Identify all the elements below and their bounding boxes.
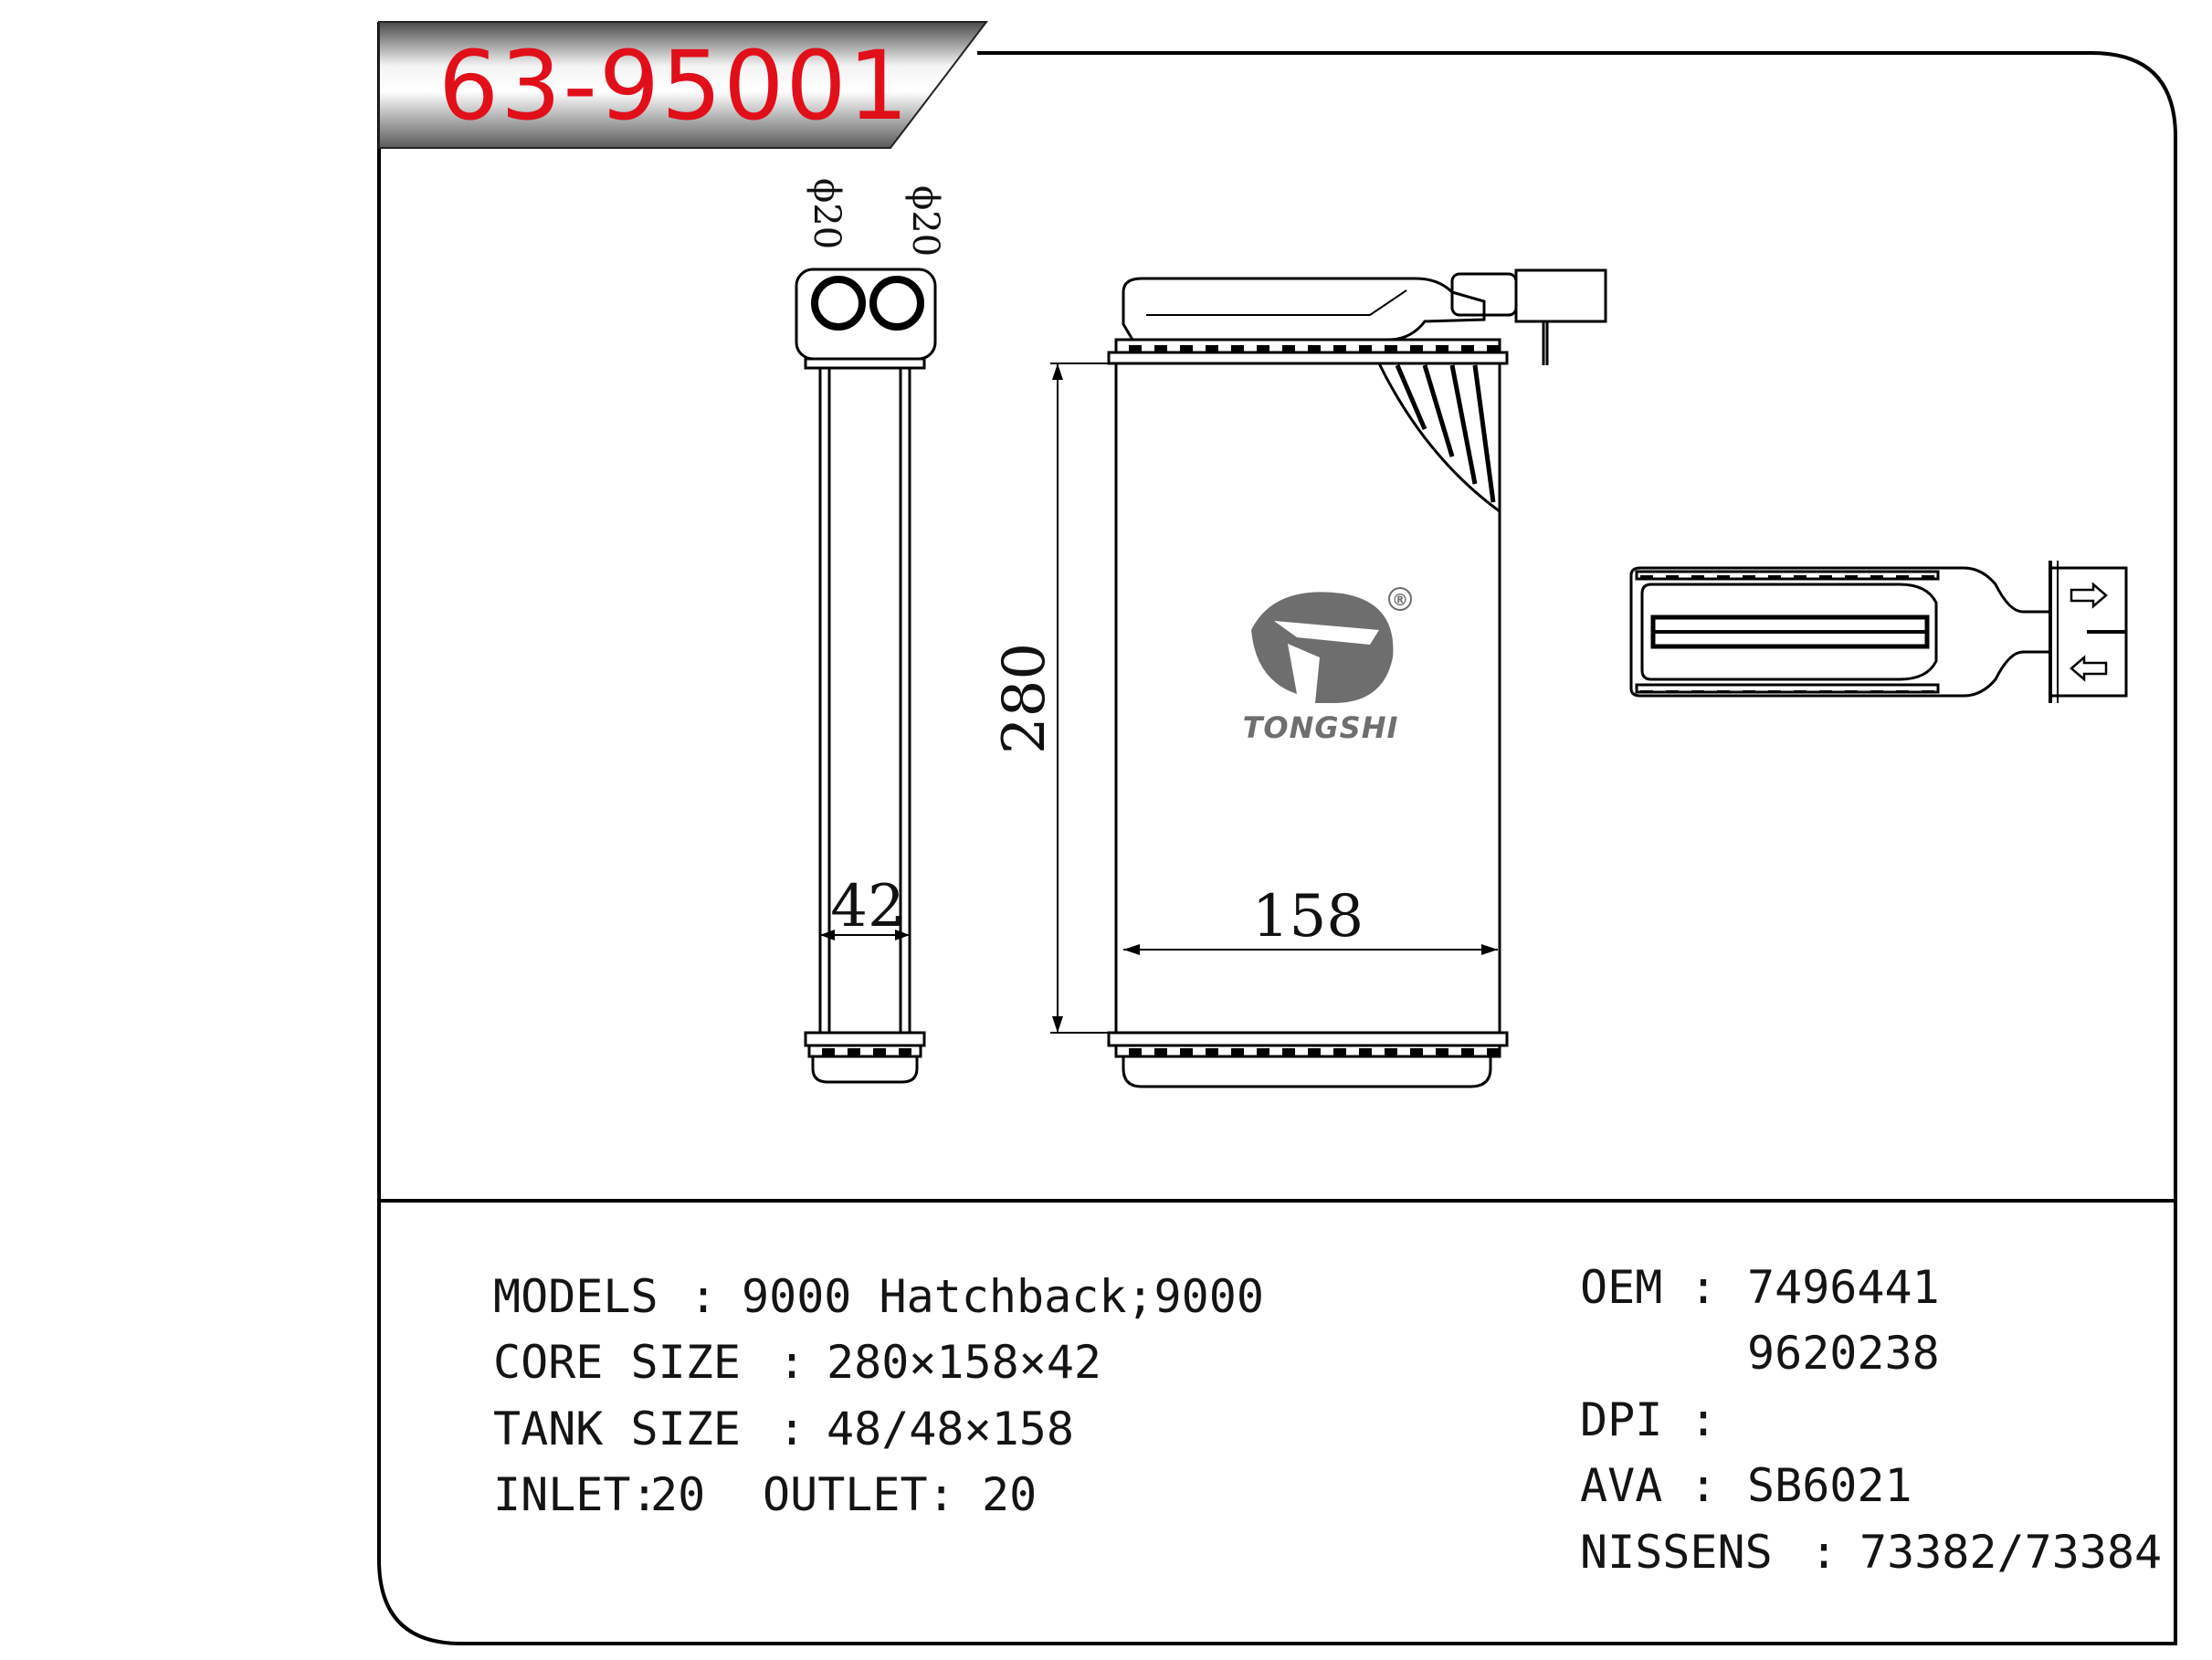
side-view: [795, 268, 937, 1084]
core-size-separator: :: [778, 1336, 806, 1389]
ava-label: AVA: [1580, 1459, 1663, 1512]
oem-value-2: 9620238: [1747, 1327, 1940, 1380]
title-banner: [378, 21, 989, 149]
front-view: [1050, 268, 1607, 1088]
part-code-title: 63-95001: [438, 30, 911, 142]
dim-height: 280: [991, 643, 1059, 754]
dim-pipe-right: ϕ20: [904, 185, 946, 257]
nissens-label: NISSENS: [1580, 1526, 1773, 1579]
oem-value-1: 7496441: [1747, 1261, 1940, 1314]
ava-separator: :: [1690, 1459, 1718, 1512]
dpi-label: DPI: [1580, 1393, 1663, 1446]
dim-pipe-left: ϕ20: [806, 178, 848, 249]
tongshi-logo: [1251, 587, 1412, 703]
dpi-separator: :: [1690, 1393, 1718, 1446]
nissens-value: 73382/73384: [1859, 1526, 2163, 1579]
outlet-label: OUTLET:: [763, 1468, 955, 1521]
tank-size-value: 48/48×158: [827, 1403, 1074, 1455]
core-size-label: CORE SIZE: [493, 1336, 741, 1389]
dim-depth: 42: [830, 873, 904, 940]
logo-wordmark: TONGSHI: [1243, 710, 1399, 745]
models-separator: :: [690, 1270, 718, 1323]
logo-registered-mark: ®: [1392, 591, 1408, 610]
dim-width: 158: [1252, 883, 1364, 951]
oem-label: OEM: [1580, 1261, 1663, 1314]
nissens-separator: :: [1810, 1526, 1838, 1579]
sheet-frame: [377, 22, 2177, 1645]
top-view: [1629, 561, 2128, 703]
core-size-value: 280×158×42: [827, 1336, 1102, 1389]
inlet-label: INLET:: [493, 1468, 658, 1521]
ava-value: SB6021: [1747, 1459, 1912, 1512]
tank-size-label: TANK SIZE: [493, 1403, 741, 1455]
inlet-value: 20: [650, 1468, 706, 1521]
outlet-value: 20: [982, 1468, 1038, 1521]
models-label: MODELS: [493, 1270, 658, 1323]
tank-size-separator: :: [778, 1403, 806, 1455]
oem-separator: :: [1690, 1261, 1718, 1314]
models-value: 9000 Hatchback;9000: [742, 1270, 1264, 1323]
